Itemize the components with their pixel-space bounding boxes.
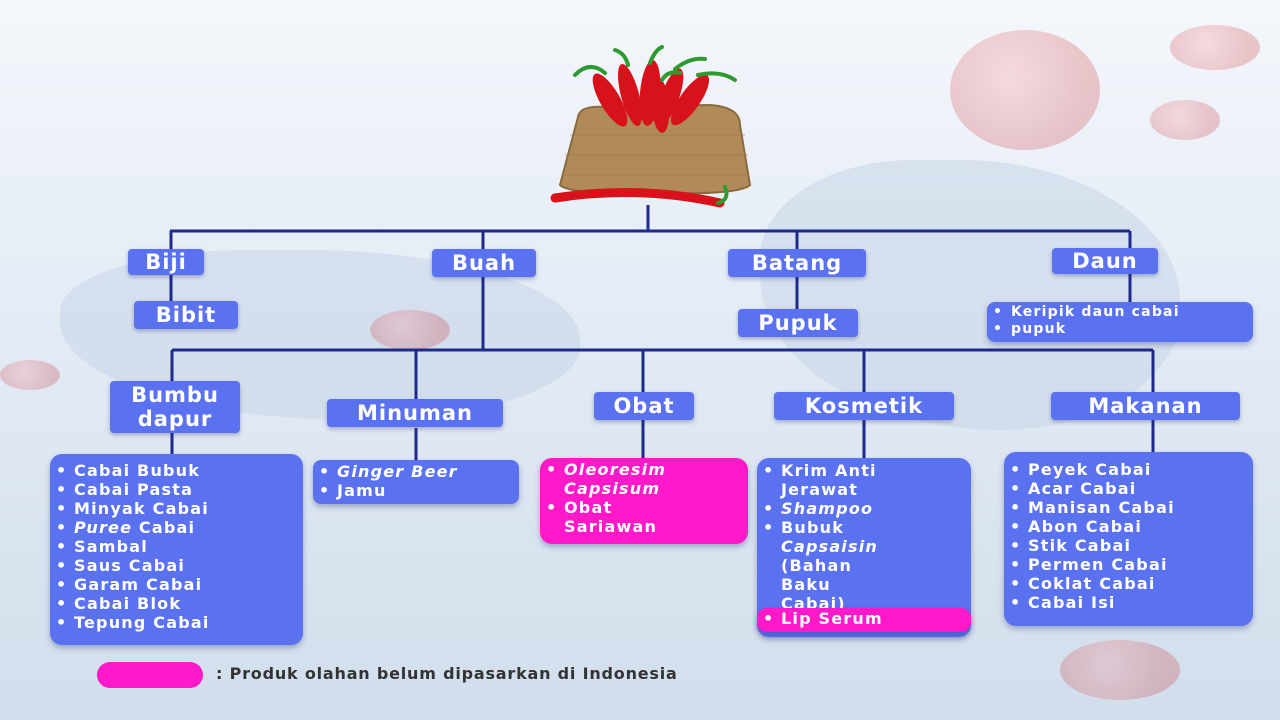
- node-bibit: Bibit: [134, 301, 238, 329]
- daun-products-list: Keripik daun cabai pupuk: [987, 302, 1253, 342]
- list-item: Tepung Cabai: [50, 613, 303, 632]
- legend-text: : Produk olahan belum dipasarkan di Indo…: [216, 664, 678, 683]
- list-item-italic: Capsaisin: [781, 537, 878, 556]
- list-item: Minyak Cabai: [50, 499, 303, 518]
- list-item: Peyek Cabai: [1004, 460, 1253, 479]
- node-pupuk-label: Pupuk: [758, 311, 838, 335]
- chili-decoration: [1170, 25, 1260, 70]
- list-item: Cabai Isi: [1004, 593, 1253, 612]
- node-bumbu-dapur: Bumbu dapur: [110, 381, 240, 433]
- list-item: pupuk: [987, 321, 1253, 338]
- node-makanan-label: Makanan: [1088, 394, 1203, 418]
- node-obat: Obat: [594, 392, 694, 420]
- chili-decoration: [1150, 100, 1220, 140]
- list-item: Shampoo: [757, 499, 971, 518]
- node-makanan: Makanan: [1051, 392, 1240, 420]
- list-item: Jamu: [313, 481, 519, 500]
- list-item: Keripik daun cabai: [987, 304, 1253, 321]
- node-batang-label: Batang: [751, 251, 843, 275]
- chili-decoration: [1060, 640, 1180, 700]
- list-item: Cabai Blok: [50, 594, 303, 613]
- node-obat-label: Obat: [613, 394, 675, 418]
- list-item: Obat Sariawan: [540, 498, 704, 536]
- list-item: Sambal: [50, 537, 303, 556]
- node-buah-label: Buah: [451, 251, 517, 275]
- node-kosmetik-label: Kosmetik: [804, 394, 924, 418]
- chili-decoration: [0, 360, 60, 390]
- list-item: Ginger Beer: [313, 462, 519, 481]
- list-item: Acar Cabai: [1004, 479, 1253, 498]
- list-item-text: Bubuk: [781, 518, 845, 537]
- chili-decoration: [950, 30, 1100, 150]
- node-bumbu-label: Bumbu dapur: [131, 383, 219, 431]
- node-buah: Buah: [432, 249, 536, 277]
- list-item-rest: Cabai: [138, 518, 196, 537]
- chili-sack-icon: [550, 45, 752, 208]
- list-item: Garam Cabai: [50, 575, 303, 594]
- node-pupuk: Pupuk: [738, 309, 858, 337]
- list-item: Lip Serum: [757, 608, 971, 630]
- obat-products-list: Oleoresim Capsisum Obat Sariawan: [540, 458, 748, 544]
- map-background: [760, 160, 1180, 430]
- list-item: Saus Cabai: [50, 556, 303, 575]
- list-item: Cabai Bubuk: [50, 461, 303, 480]
- list-item-text: (Bahan Baku Cabai): [781, 556, 853, 613]
- node-minuman: Minuman: [327, 399, 503, 427]
- list-item: Cabai Pasta: [50, 480, 303, 499]
- node-daun-label: Daun: [1072, 249, 1138, 273]
- list-item: Oleoresim Capsisum: [540, 460, 704, 498]
- list-item: Krim Anti Jerawat: [757, 461, 911, 499]
- list-item: Abon Cabai: [1004, 517, 1253, 536]
- node-kosmetik: Kosmetik: [774, 392, 954, 420]
- minuman-products-list: Ginger Beer Jamu: [313, 460, 519, 504]
- bumbu-products-list: Cabai Bubuk Cabai Pasta Minyak Cabai Pur…: [50, 454, 303, 645]
- node-biji: Biji: [128, 249, 204, 275]
- chili-decoration: [370, 310, 450, 350]
- list-item: Coklat Cabai: [1004, 574, 1253, 593]
- legend-swatch: [97, 662, 203, 688]
- node-daun: Daun: [1052, 248, 1158, 274]
- list-item: Manisan Cabai: [1004, 498, 1253, 517]
- list-item: Puree Cabai: [50, 518, 303, 537]
- list-item: Permen Cabai: [1004, 555, 1253, 574]
- node-bibit-label: Bibit: [155, 303, 217, 327]
- node-biji-label: Biji: [145, 250, 187, 274]
- node-batang: Batang: [728, 249, 866, 277]
- node-minuman-label: Minuman: [357, 401, 473, 425]
- kosmetik-pink-item: Lip Serum: [757, 608, 971, 632]
- list-item-italic: Puree: [74, 518, 133, 537]
- list-item: Stik Cabai: [1004, 536, 1253, 555]
- makanan-products-list: Peyek Cabai Acar Cabai Manisan Cabai Abo…: [1004, 452, 1253, 626]
